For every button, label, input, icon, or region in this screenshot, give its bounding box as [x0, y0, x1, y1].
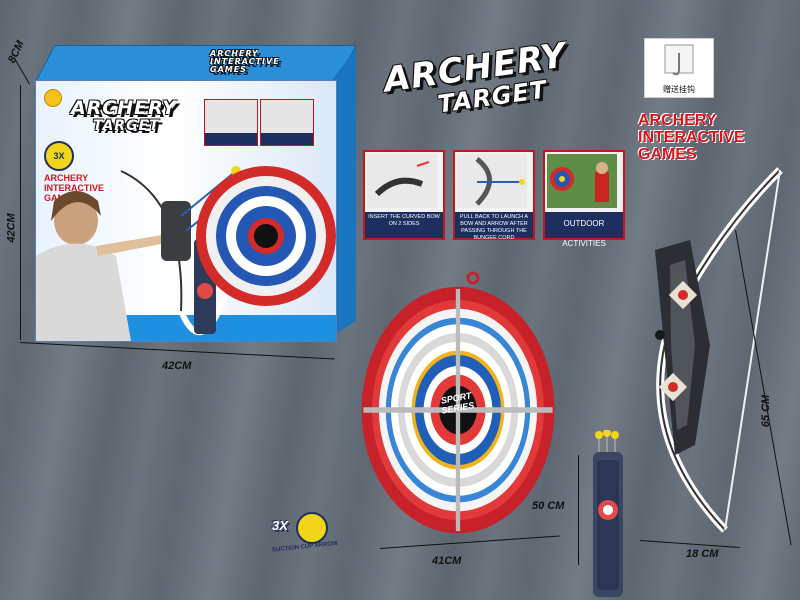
panel-3-caption: OUTDOOR ACTIVITIES — [545, 212, 623, 248]
bow-width-label: 18 CM — [686, 548, 719, 560]
interactive-games-text: ARCHERY INTERACTIVE GAMES — [638, 112, 745, 163]
outdoor-activities-image — [547, 154, 617, 208]
bow-grip-knob-icon — [655, 330, 665, 340]
subtitle-line3: GAMES — [638, 146, 697, 163]
box-height-label: 42CM — [5, 213, 18, 243]
box-sub-line2: INTERACTIVE — [44, 183, 105, 193]
instruction-panel-2: PULL BACK TO LAUNCH A BOW AND ARROW AFTE… — [453, 150, 535, 241]
subtitle-line2: INTERACTIVE — [638, 129, 745, 146]
box-arrow-badge: 3X — [44, 141, 74, 171]
suction-arrow-badge: 3X SUCTION CUP ARROW — [272, 512, 338, 562]
box-top-line2: INTERACTIVE — [210, 57, 280, 66]
panel-1-caption: INSERT THE CURVED BOW ON 2 SIDES — [365, 212, 443, 238]
box-title-line2: TARGET — [93, 118, 160, 134]
box-width-label: 42CM — [162, 360, 192, 372]
box-title: ARCHERY TARGET — [71, 99, 177, 135]
box-front-panel: ARCHERY TARGET 3X ARCHERY INTERACTIVE GA… — [35, 80, 337, 342]
panel-2-caption: PULL BACK TO LAUNCH A BOW AND ARROW AFTE… — [455, 212, 533, 241]
hook-label: 赠送挂钩 — [663, 85, 695, 94]
box-sub-line1: ARCHERY — [44, 173, 89, 183]
badge-count: 3X — [272, 518, 288, 533]
brand-logo-icon — [44, 89, 62, 107]
target-board — [361, 271, 555, 534]
box-illustration — [36, 166, 336, 341]
instruction-panel-3: OUTDOOR ACTIVITIES — [543, 150, 625, 248]
quiver-height-line — [578, 455, 579, 565]
quiver-height-label: 50 CM — [532, 500, 565, 512]
box-panel-1 — [204, 99, 258, 146]
suction-cup-icon — [296, 512, 328, 544]
bow — [655, 167, 783, 533]
target-hanger-icon — [466, 271, 480, 285]
bow-length-label: 65 CM — [760, 394, 773, 428]
hook-gift-box: 赠送挂钩 — [644, 38, 714, 98]
box-top-line1: ARCHERY — [210, 49, 259, 58]
box-title-line1: ARCHERY — [71, 97, 177, 119]
quiver — [593, 430, 623, 597]
curved-bow-insert-image — [367, 154, 437, 208]
box-height-line — [20, 85, 21, 340]
hook-icon — [664, 44, 694, 76]
box-top-text: ARCHERY INTERACTIVE GAMES — [210, 50, 320, 74]
box-top-line3: GAMES — [210, 65, 247, 74]
box-width-line — [19, 342, 335, 360]
box-depth-label: 8CM — [6, 38, 27, 66]
main-title: ARCHERY TARGET — [381, 36, 573, 125]
launch-bow-image — [457, 154, 527, 208]
target-width-label: 41CM — [432, 555, 462, 567]
subtitle-line1: ARCHERY — [638, 112, 717, 129]
box-panel-2 — [260, 99, 314, 146]
instruction-panel-1: INSERT THE CURVED BOW ON 2 SIDES — [363, 150, 445, 240]
